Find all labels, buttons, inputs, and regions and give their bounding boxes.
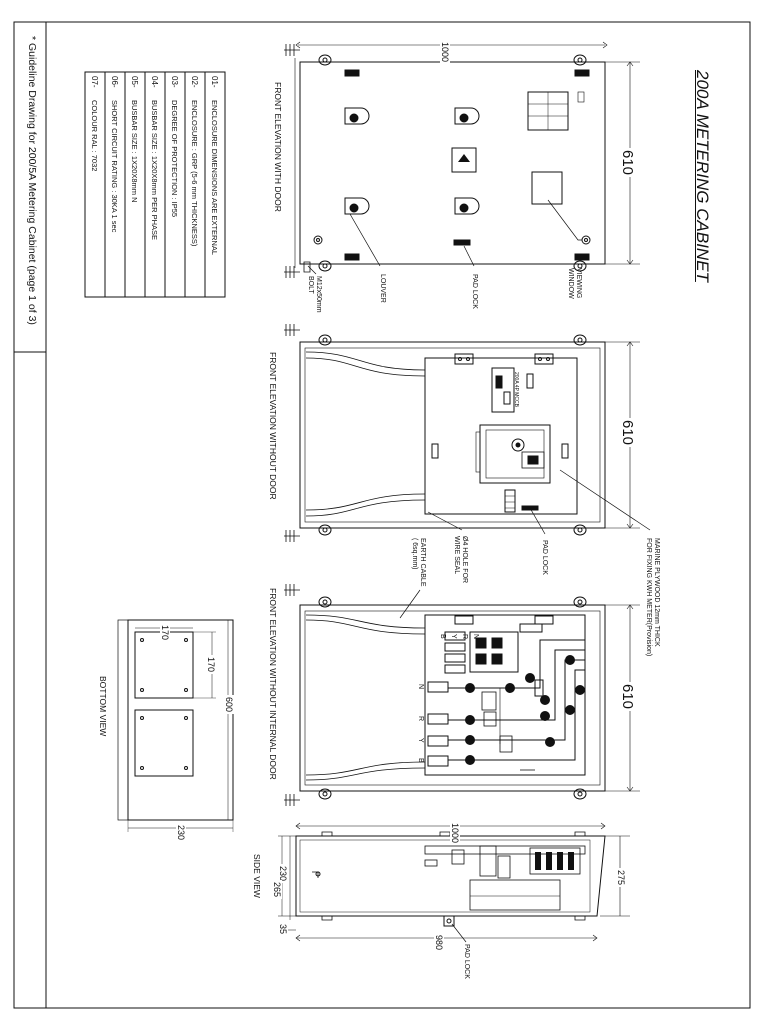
warning-label-icon: [451, 147, 477, 173]
note-text: COLOUR RAL : 7032: [90, 100, 99, 172]
dim-side-c: 35: [278, 922, 288, 937]
ct-r: [427, 713, 449, 725]
callout-earth-cable: EARTH CABLE ( 6sq.mm): [411, 538, 426, 587]
side-pad-lock-icon: [443, 915, 455, 927]
phase-letter: R: [417, 716, 424, 722]
mounting-plate: [424, 614, 586, 776]
dim-width-front-door: 610: [619, 148, 636, 178]
note-text: ENCLOSURE DIMENSIONS ARE EXTERNAL: [210, 100, 219, 256]
sheet-border: [13, 21, 751, 1009]
pad-lock-icon: [453, 239, 471, 246]
viewing-window: [531, 171, 563, 205]
callout-viewing-window: VIEWING WINDOW: [567, 268, 582, 299]
internal-door: [424, 357, 578, 515]
note-number: 03-: [170, 76, 179, 88]
dim-side-depth: 275: [616, 868, 626, 888]
note-number: 04-: [150, 76, 159, 88]
note-text: BUSBAR SIZE : 1X20X8mm PER PHASE: [150, 100, 159, 241]
phase-letter: N: [417, 684, 424, 690]
note-number: 05-: [130, 76, 139, 88]
note-number: 06-: [110, 76, 119, 88]
dim-side-base: 980: [434, 933, 444, 953]
view-title-side: SIDE VIEW: [252, 854, 262, 898]
note-number: 07-: [90, 76, 99, 88]
dim-width-front-internal: 610: [619, 682, 636, 712]
note-number: 01-: [210, 76, 219, 88]
phase-letter: N: [472, 634, 479, 640]
view-title-front-without-door: FRONT ELEVATION WITHOUT DOOR: [268, 352, 278, 500]
front-with-door-view: [284, 41, 640, 278]
note-text: BUSBAR SIZE : 1X20X8mm N: [130, 100, 139, 203]
note-text: DEGREE OF PROTECTION : IP55: [170, 100, 179, 218]
mccb-label: 200A 4P MCCB: [513, 372, 519, 407]
ct-n: [427, 681, 449, 693]
gland-plate-2: [134, 709, 194, 777]
dim-bottom-230: 230: [176, 823, 186, 843]
dim-side-height: 1000: [450, 821, 460, 846]
note-text: ENCLOSURE : GRP (5-6 mm THICKNESS): [190, 100, 199, 247]
dim-side-b: 265: [272, 880, 282, 900]
dim-bottom-170b: 170: [206, 655, 216, 675]
ct-y: [427, 735, 449, 747]
dim-width-front-nodoor: 610: [619, 418, 636, 448]
view-title-front-with-door: FRONT ELEVATION WITH DOOR: [273, 82, 283, 212]
terminal-block: [504, 489, 516, 513]
note-text: SHORT CIRCUIT RATING : 30KA 1 sec: [110, 100, 119, 233]
phase-letter: Y: [417, 738, 424, 743]
callout-louver: LOUVER: [379, 274, 386, 303]
view-title-bottom: BOTTOM VIEW: [98, 676, 108, 737]
footnote: * Guideline Drawing for 200/5A Metering …: [26, 36, 38, 325]
callout-bolt: M12x50mm BOLT: [307, 276, 322, 313]
phase-letter: B: [417, 758, 424, 763]
front-without-door-view: [284, 324, 651, 542]
notes-table: [84, 71, 226, 298]
kwh-meter-icon: [479, 424, 551, 484]
phase-letter: R: [461, 634, 468, 640]
callout-pad-lock: PAD LOCK: [471, 274, 478, 309]
phase-letter: B: [439, 634, 446, 639]
callout-pad-lock-side: PAD LOCK: [463, 944, 470, 979]
dim-height-front: 1000: [440, 40, 450, 65]
bottom-view: [117, 619, 234, 832]
louver-icon: [344, 107, 480, 215]
view-title-front-without-internal-door: FRONT ELEVATION WITHOUT INTERNAL DOOR: [268, 588, 278, 780]
note-number: 02-: [190, 76, 199, 88]
drawing-title: 200A METERING CABINET: [693, 70, 712, 282]
callout-hole-wire-seal: Ø4 HOLE FOR WIRE SEAL: [453, 536, 468, 584]
side-view: [278, 822, 630, 943]
phase-letter: Y: [450, 634, 457, 639]
front-without-internal-door-view: [284, 584, 640, 806]
ct-b: [427, 755, 449, 767]
dim-bottom-600: 600: [224, 695, 234, 715]
dim-bottom-170a: 170: [160, 623, 170, 643]
mccb-block: [469, 631, 519, 673]
mccb-icon: [491, 367, 515, 413]
callout-marine-plywood: MARINE PLYWOOD 12mm THICK FOR FIXING KWH…: [645, 538, 660, 657]
callout-pad-lock-2: PAD LOCK: [541, 540, 548, 575]
